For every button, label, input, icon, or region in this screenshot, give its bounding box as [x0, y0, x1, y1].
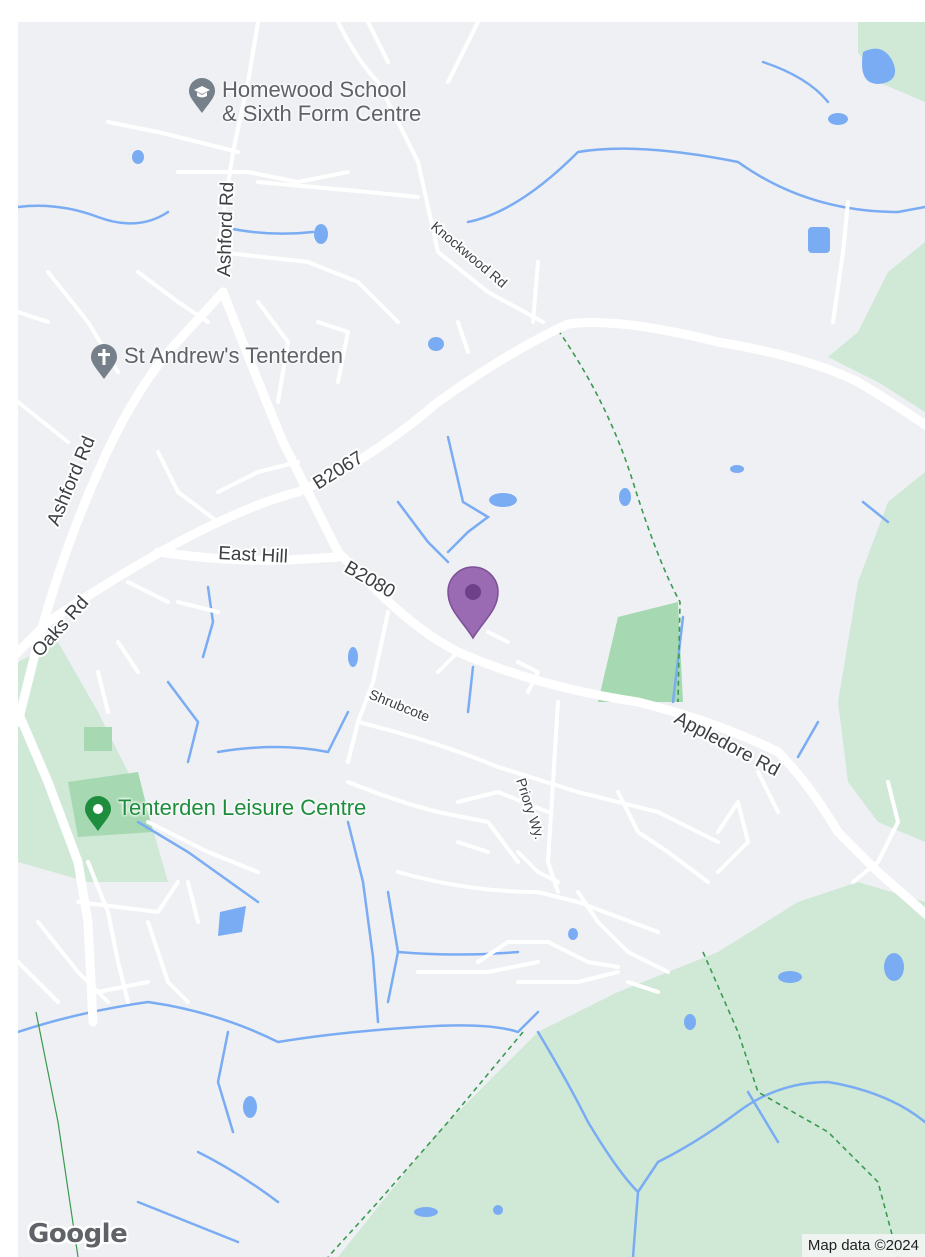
footpath-solid: [35, 1011, 79, 1257]
map-base-layer: Ashford Rd Ashford Rd B2067 East Hill B2…: [18, 22, 925, 1257]
footpaths: [327, 329, 899, 1257]
poi-homewood-school[interactable]: Homewood School & Sixth Form Centre: [188, 78, 421, 126]
road-label-b2080: B2080: [341, 557, 399, 603]
poi-label: Tenterden Leisure Centre: [118, 795, 367, 820]
poi-tenterden-leisure-centre[interactable]: Tenterden Leisure Centre: [84, 796, 366, 832]
water-bodies: [132, 48, 904, 1217]
road-label-east-hill: East Hill: [218, 543, 289, 568]
google-logo: Google: [28, 1219, 128, 1249]
church-cross-icon: [91, 344, 117, 379]
map-attribution[interactable]: Map data ©2024: [801, 1234, 925, 1257]
road-label-b2067: B2067: [310, 447, 368, 494]
minor-roads: [18, 22, 900, 1004]
park-highlights: [68, 602, 683, 837]
leisure-pin-icon: [85, 796, 111, 831]
main-roads: [18, 287, 925, 1027]
poi-label: St Andrew's Tenterden: [124, 343, 344, 368]
poi-label: Homewood School & Sixth Form Centre: [222, 77, 422, 126]
location-pin-icon[interactable]: [446, 566, 500, 640]
streams: [18, 60, 925, 1257]
road-label-shrubcote: Shrubcote: [367, 686, 432, 725]
road-east-hill: [153, 547, 343, 565]
map-canvas[interactable]: Ashford Rd Ashford Rd B2067 East Hill B2…: [18, 22, 925, 1257]
school-cap-icon: [189, 78, 215, 113]
road-ashford-rd: [18, 287, 228, 727]
road-b2067: [18, 317, 925, 659]
road-label-ashford-rd-north: Ashford Rd: [214, 181, 238, 277]
poi-st-andrews[interactable]: St Andrew's Tenterden: [90, 344, 343, 380]
road-b2080: [218, 287, 925, 920]
